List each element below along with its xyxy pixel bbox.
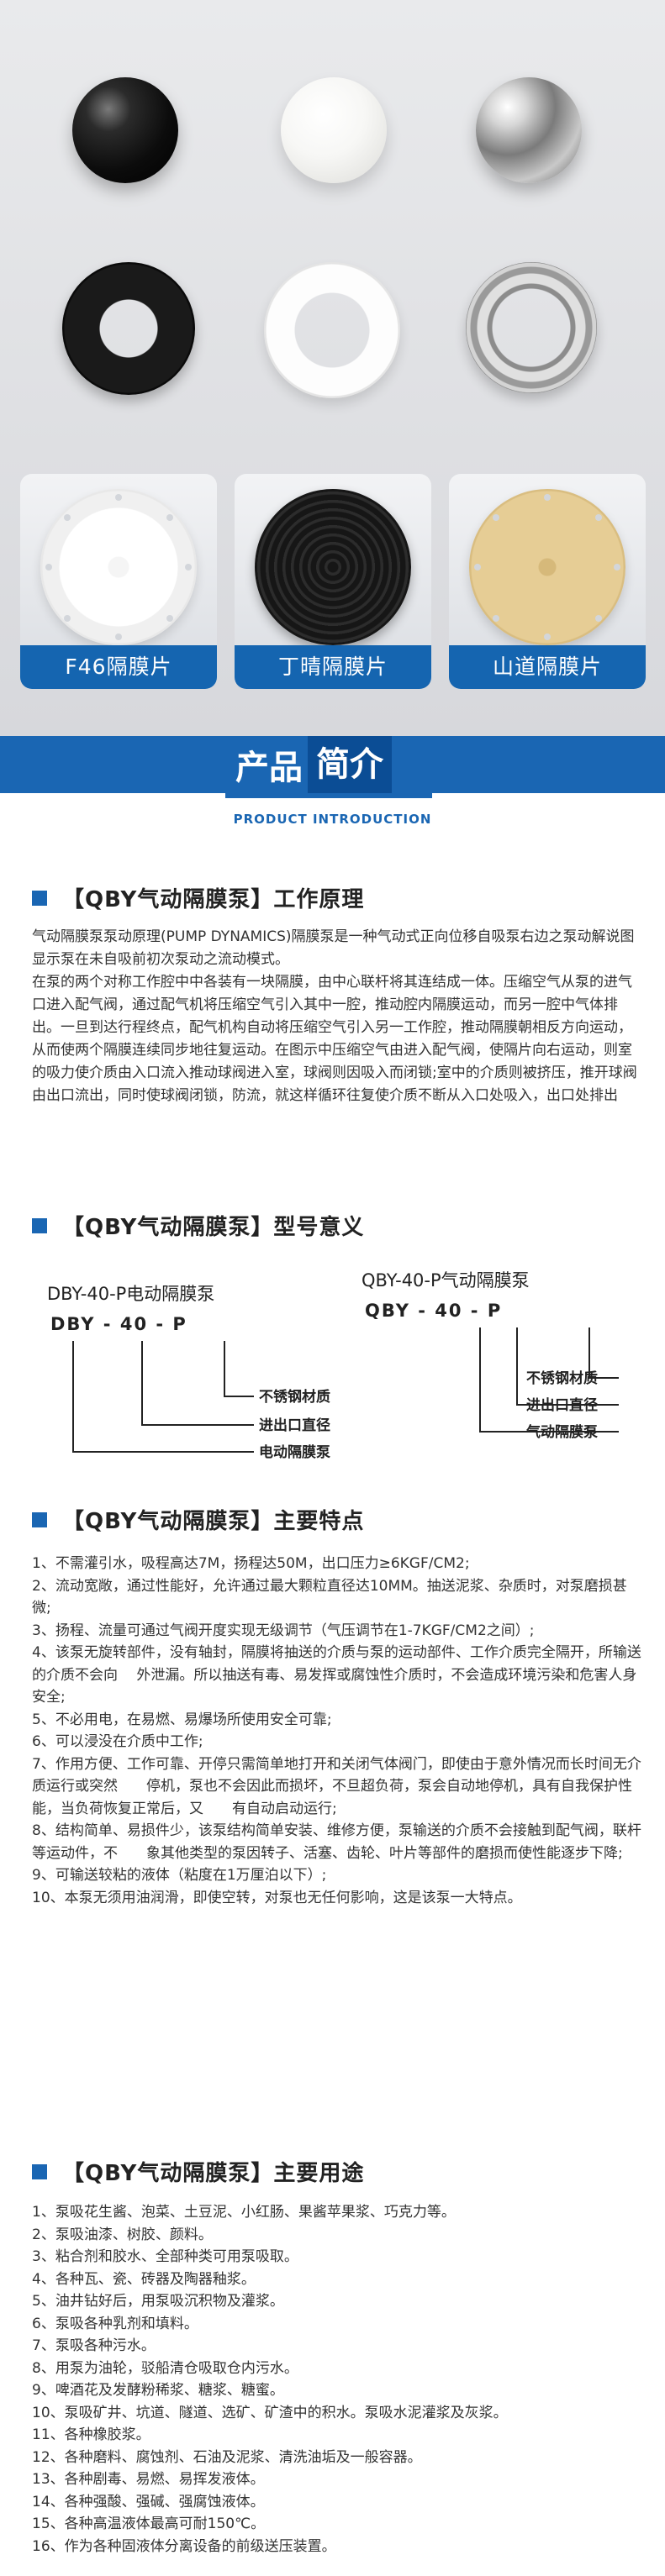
model-label-material: 不锈钢材质 (259, 1389, 330, 1406)
list-item: 15、各种高温液体最高可耐150℃。 (32, 2516, 266, 2532)
black-ball-valve-image (72, 77, 178, 183)
santoprene-diaphragm-image (469, 489, 625, 645)
intro-title-part-a: 产品 (235, 749, 303, 787)
uses-title: 【QBY气动隔膜泵】主要用途 (62, 2161, 365, 2186)
product-card-label: 山道隔膜片 (449, 645, 646, 689)
black-valve-seat-image (62, 262, 195, 395)
product-card-label: 丁晴隔膜片 (235, 645, 431, 689)
list-item: 3、粘合剂和胶水、全部种类可用泵吸取。 (32, 2248, 298, 2265)
model-title: 【QBY气动隔膜泵】型号意义 (62, 1215, 365, 1240)
principle-paragraph: 气动隔膜泵泵动原理(PUMP DYNAMICS)隔膜泵是一种气动式正向位移自吸泵… (32, 928, 635, 968)
list-item: 11、各种橡胶浆。 (32, 2426, 150, 2443)
uses-list: 1、泵吸花生酱、泡菜、土豆泥、小红肠、果酱苹果浆、巧克力等。 2、泵吸油漆、树胶… (32, 2201, 646, 2558)
principle-heading: 【QBY气动隔膜泵】工作原理 (32, 882, 364, 913)
features-list: 1、不需灌引水，吸程高达7M，扬程达50M，出口压力≥6KGF/CM2; 2、流… (32, 1553, 646, 1909)
list-item: 1、不需灌引水，吸程高达7M，扬程达50M，出口压力≥6KGF/CM2; (32, 1555, 470, 1572)
model-code: DBY - 40 - P (50, 1314, 187, 1334)
model-diagram-title: DBY-40-P电动隔膜泵 (47, 1284, 215, 1304)
model-diagram-title: QBY-40-P气动隔膜泵 (362, 1270, 530, 1291)
list-item: 2、泵吸油漆、树胶、颜料。 (32, 2226, 213, 2243)
principle-title: 【QBY气动隔膜泵】工作原理 (62, 887, 365, 912)
section-marker-icon (32, 1511, 47, 1527)
list-item: 8、结构简单、易损件少，该泵结构简单安装、维修方便，泵输送的介质不会接触到配气阀… (32, 1822, 641, 1862)
model-label-type: 电动隔膜泵 (259, 1444, 330, 1461)
model-label-diameter: 进出口直径 (526, 1397, 598, 1414)
principle-paragraph: 在泵的两个对称工作腔中中各装有一块隔膜，由中心联杆将其连结成一体。压缩空气从泵的… (32, 974, 637, 1104)
steel-ball-valve-image (476, 77, 582, 183)
model-label-type: 气动隔膜泵 (526, 1424, 598, 1441)
product-card-nitrile: 丁晴隔膜片 (235, 474, 431, 689)
section-marker-icon (32, 1217, 47, 1233)
list-item: 9、可输送较粘的液体（粘度在1万厘泊以下）; (32, 1867, 327, 1884)
list-item: 7、泵吸各种污水。 (32, 2337, 156, 2354)
list-item: 5、油井钻好后，用泵吸沉积物及灌浆。 (32, 2293, 284, 2310)
list-item: 6、可以浸没在介质中工作; (32, 1733, 203, 1750)
uses-heading: 【QBY气动隔膜泵】主要用途 (32, 2156, 364, 2187)
section-marker-icon (32, 2163, 47, 2179)
list-item: 1、泵吸花生酱、泡菜、土豆泥、小红肠、果酱苹果浆、巧克力等。 (32, 2204, 456, 2221)
model-heading: 【QBY气动隔膜泵】型号意义 (32, 1210, 364, 1241)
product-card-label: F46隔膜片 (20, 645, 217, 689)
model-label-diameter: 进出口直径 (259, 1417, 330, 1434)
features-heading: 【QBY气动隔膜泵】主要特点 (32, 1504, 364, 1535)
list-item: 14、各种强酸、强碱、强腐蚀液体。 (32, 2493, 265, 2510)
features-title: 【QBY气动隔膜泵】主要特点 (62, 1509, 365, 1534)
white-ball-valve-image (281, 77, 387, 183)
list-item: 9、啤酒花及发酵粉稀浆、糖浆、糖蜜。 (32, 2382, 284, 2399)
list-item: 4、该泵无旋转部件，没有轴封，隔膜将抽送的介质与泵的运动部件、工作介质完全隔开，… (32, 1644, 641, 1706)
list-item: 7、作用方便、工作可靠、开停只需简单地打开和关闭气体阀门，即使由于意外情况而长时… (32, 1755, 641, 1817)
steel-valve-seat-image (466, 262, 597, 393)
model-code: QBY - 40 - P (365, 1301, 503, 1321)
model-diagram-dby: DBY-40-P电动隔膜泵 DBY - 40 - P 不锈钢材质 进出口直径 电… (47, 1280, 330, 1465)
intro-title-part-b: 简介 (308, 736, 392, 793)
nitrile-diaphragm-image (255, 489, 411, 645)
list-item: 3、扬程、流量可通过气阀开度实现无级调节（气压调节在1-7KGF/CM2之间）; (32, 1622, 535, 1639)
white-valve-seat-image (264, 262, 400, 398)
list-item: 6、泵吸各种乳剂和填料。 (32, 2315, 198, 2332)
f46-diaphragm-image (40, 489, 197, 645)
list-item: 8、用泵为油轮，驳船清仓吸取仓内污水。 (32, 2359, 298, 2377)
principle-text: 气动隔膜泵泵动原理(PUMP DYNAMICS)隔膜泵是一种气动式正向位移自吸泵… (32, 926, 637, 1107)
list-item: 2、流动宽敞，通过性能好，允许通过最大颗粒直径达10MM。抽送泥浆、杂质时，对泵… (32, 1577, 627, 1617)
product-photo-panel: F46隔膜片 丁晴隔膜片 山道隔膜片 (0, 0, 665, 736)
product-card-f46: F46隔膜片 (20, 474, 217, 689)
list-item: 10、本泵无须用油润滑，即使空转，对泵也无任何影响，这是该泵一大特点。 (32, 1889, 522, 1906)
product-card-santoprene: 山道隔膜片 (449, 474, 646, 689)
list-item: 4、各种瓦、瓷、砖器及陶器釉浆。 (32, 2270, 256, 2288)
list-item: 5、不必用电，在易燃、易爆场所使用安全可靠; (32, 1711, 332, 1728)
list-item: 12、各种磨料、腐蚀剂、石油及泥浆、清洗油垢及一般容器。 (32, 2448, 422, 2466)
intro-subtitle: PRODUCT INTRODUCTION (233, 812, 432, 827)
model-diagram-qby: QBY-40-P气动隔膜泵 QBY - 40 - P 不锈钢材质 进出口直径 气… (362, 1267, 639, 1465)
intro-banner-lower (0, 793, 665, 852)
intro-underline (225, 793, 432, 798)
list-item: 16、作为各种固液体分离设备的前级送压装置。 (32, 2537, 336, 2555)
section-marker-icon (32, 890, 47, 906)
list-item: 10、泵吸矿井、坑道、隧道、选矿、矿渣中的积水。泵吸水泥灌浆及灰浆。 (32, 2404, 508, 2421)
model-label-material: 不锈钢材质 (526, 1370, 598, 1387)
list-item: 13、各种剧毒、易燃、易挥发液体。 (32, 2471, 265, 2488)
intro-title: 产品 简介 (227, 736, 392, 793)
